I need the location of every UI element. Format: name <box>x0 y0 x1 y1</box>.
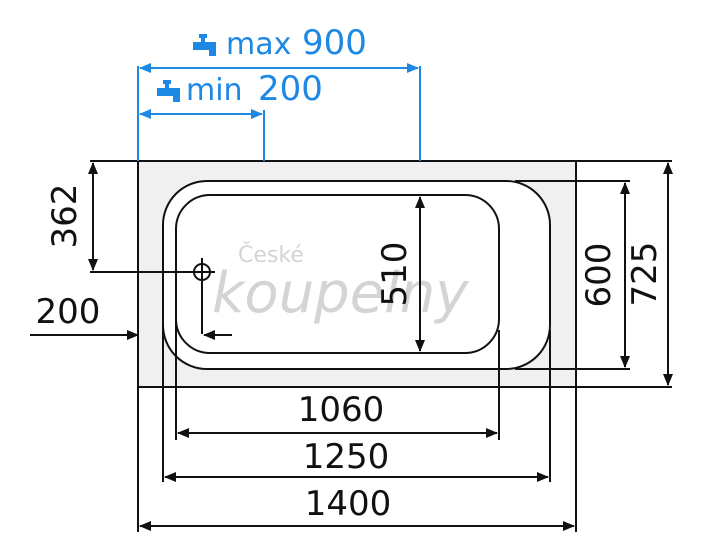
drain-symbol <box>90 258 215 334</box>
dim-1250-label: 1250 <box>303 437 390 477</box>
watermark-line1: České <box>238 242 304 268</box>
dim-1060-label: 1060 <box>298 390 385 430</box>
watermark-line2: koupelny <box>212 261 469 326</box>
max-label: max <box>226 27 291 62</box>
dim-600-label: 600 <box>579 243 619 308</box>
max-value: 900 <box>302 23 367 63</box>
dim-200-side-label: 200 <box>36 292 101 332</box>
faucet-icon <box>157 80 180 102</box>
faucet-icon <box>193 34 216 56</box>
dim-725-label: 725 <box>625 242 665 307</box>
dim-600-extensions <box>515 180 630 370</box>
min-label: min <box>186 73 243 108</box>
bottom-extension-lines <box>137 295 577 532</box>
faucet-extension-lines <box>137 66 421 161</box>
dim-362-label: 362 <box>45 184 85 249</box>
dim-1400-label: 1400 <box>305 484 392 524</box>
min-value: 200 <box>258 69 323 109</box>
dim-510-label: 510 <box>375 242 415 307</box>
